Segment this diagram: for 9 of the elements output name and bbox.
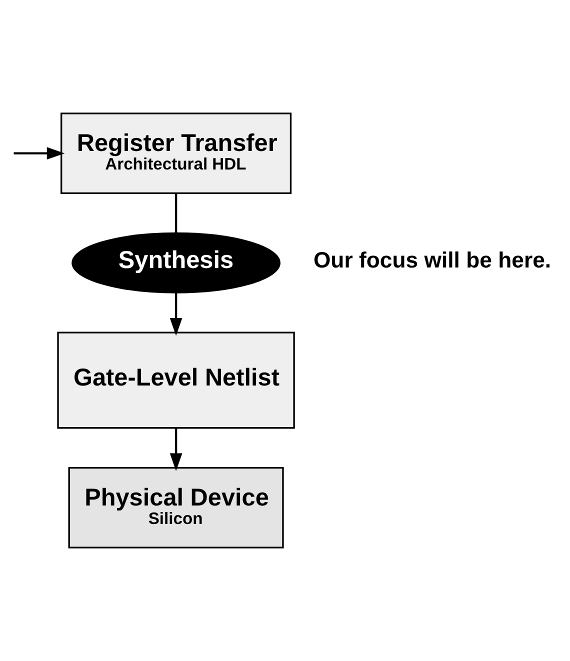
- arrow: [170, 428, 182, 472]
- connector: [174, 194, 178, 234]
- arrow: [170, 292, 182, 336]
- node-box: Gate-Level Netlist: [57, 332, 295, 429]
- node-ellipse: Synthesis: [72, 232, 280, 294]
- node-label: Our focus will be here.: [313, 247, 552, 272]
- node-box: Physical Device Silicon: [68, 466, 284, 548]
- node-box: Register Transfer Architectural HDL: [60, 112, 292, 194]
- arrow: [14, 147, 65, 160]
